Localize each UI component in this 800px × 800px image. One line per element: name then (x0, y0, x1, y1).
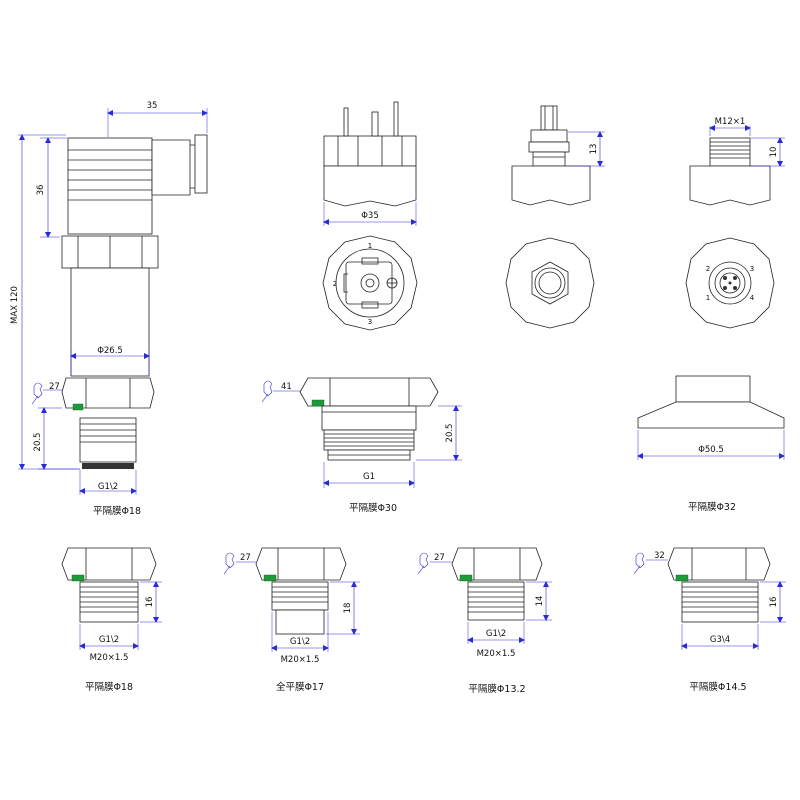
din-top-view (322, 235, 418, 331)
caption-v4: 平隔膜Φ14.5 (689, 682, 746, 693)
dim-m12-height: 10 (769, 147, 779, 158)
caption-flange32: 平隔膜Φ32 (688, 502, 736, 513)
dim-v2-length: 18 (343, 603, 353, 614)
dim-v4-length: 16 (769, 597, 779, 608)
variant-17-full-flush: 27 18 G1\2 M20×1.5 全平膜Φ17 (223, 547, 360, 693)
din-pin-1: 1 (368, 242, 372, 250)
thread (79, 417, 137, 463)
din-pin-3: 3 (368, 318, 372, 326)
caption-main: 平隔膜Φ18 (93, 506, 141, 517)
din-connector: Φ35 1 2 3 (322, 101, 418, 331)
dim-thread: G1\2 (98, 482, 118, 492)
m12-pin-4: 4 (750, 294, 755, 302)
connector-head (67, 137, 153, 235)
wrench-icon (223, 552, 235, 575)
wrench-icon (31, 382, 43, 405)
flush-30-view: 41 20.5 G1 平隔膜Φ30 (261, 377, 462, 514)
dim-connector-height: 36 (36, 185, 46, 196)
variant-13-2: 27 14 G1\2 M20×1.5 平隔膜Φ13.2 (417, 547, 552, 695)
sensor-tube (70, 267, 150, 377)
wrench-icon (417, 552, 429, 575)
dim-v4-thread: G3\4 (710, 635, 730, 645)
dim-v2-metric: M20×1.5 (281, 655, 320, 665)
gland-top-view (505, 237, 595, 329)
caption-v3: 平隔膜Φ13.2 (468, 684, 525, 695)
main-sensor: 35 36 MAX 120 Φ26.5 27 20.5 G1\2 平隔膜Φ18 (10, 101, 208, 517)
dim-v3-length: 14 (535, 596, 545, 607)
dim-v3-metric: M20×1.5 (477, 649, 516, 659)
din-pin-2: 2 (333, 280, 337, 288)
dim-flush30-length: 20.5 (445, 424, 455, 443)
m12-pin-1: 1 (706, 294, 710, 302)
m12-connector: M12×1 10 2 3 1 4 (685, 117, 785, 329)
caption-flush30: 平隔膜Φ30 (349, 503, 397, 514)
dim-m12-thread: M12×1 (715, 117, 746, 127)
caption-v2: 全平膜Φ17 (276, 681, 324, 693)
dim-thread-length: 20.5 (33, 433, 43, 452)
dim-width: 35 (147, 101, 158, 111)
dim-flange-diameter: Φ50.5 (698, 445, 724, 455)
dim-v1-length: 16 (145, 597, 155, 608)
dim-v1-thread: G1\2 (99, 635, 119, 645)
dim-v3-wrench: 27 (434, 553, 445, 563)
variant-14-5: 32 16 G3\4 平隔膜Φ14.5 (633, 547, 786, 693)
dim-v1-metric: M20×1.5 (90, 653, 129, 663)
caption-v1: 平隔膜Φ18 (85, 682, 133, 693)
m12-pin-3: 3 (750, 265, 754, 273)
dim-din-diameter: Φ35 (361, 211, 379, 221)
dim-v3-thread: G1\2 (486, 629, 506, 639)
dim-wrench-41: 41 (281, 382, 292, 392)
dim-gland-height: 13 (589, 144, 599, 155)
m12-pin-2: 2 (706, 265, 710, 273)
dim-total-length: MAX 120 (10, 286, 20, 324)
dim-v2-thread: G1\2 (290, 637, 310, 647)
dim-flush30-thread: G1 (363, 472, 375, 482)
variant-18-m20: 16 G1\2 M20×1.5 平隔膜Φ18 (61, 547, 162, 693)
dim-v4-wrench: 32 (654, 551, 665, 561)
dim-wrench-size: 27 (49, 382, 60, 392)
cable-gland: 13 (505, 105, 605, 329)
wrench-icon (633, 552, 645, 575)
dim-body-diameter: Φ26.5 (97, 346, 123, 356)
wrench-icon (261, 380, 273, 403)
process-hex (61, 377, 155, 409)
dim-v2-wrench: 27 (240, 553, 251, 563)
flange-32-view: Φ50.5 平隔膜Φ32 (637, 375, 785, 513)
